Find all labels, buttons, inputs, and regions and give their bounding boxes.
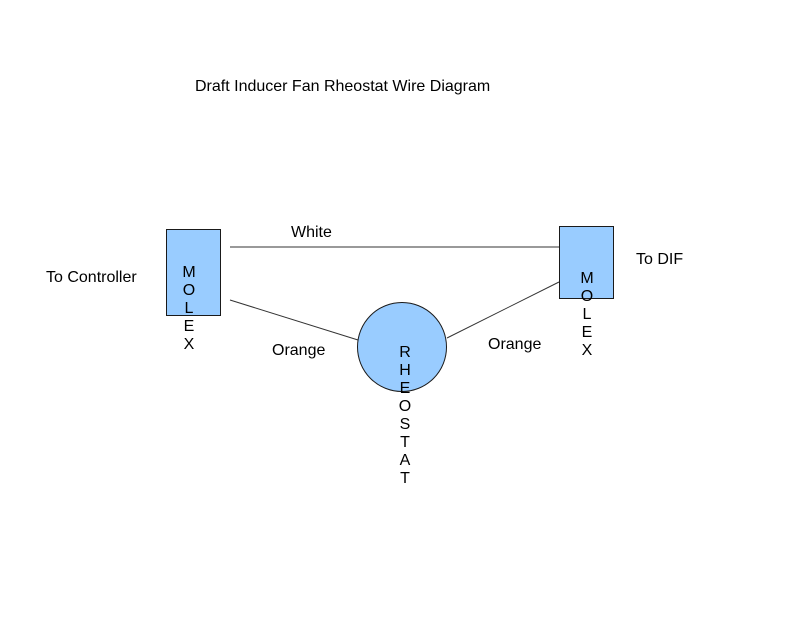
rheostat-circle (357, 302, 447, 392)
right-molex-letter: M (580, 270, 594, 287)
rheostat-letter: A (399, 452, 411, 469)
left-molex-label: M O L E X (180, 264, 198, 354)
orange-wire-right (446, 281, 560, 339)
to-controller-label: To Controller (46, 269, 137, 286)
orange-wire-left-label: Orange (272, 342, 326, 359)
right-molex-letter: E (581, 324, 593, 341)
rheostat-letter: O (398, 398, 412, 415)
orange-wire-right-label: Orange (488, 336, 542, 353)
rheostat-letter: H (399, 362, 411, 379)
left-molex-connector (166, 229, 221, 316)
left-molex-letter: M (182, 264, 196, 281)
rheostat-letter: S (399, 416, 411, 433)
right-molex-letter: X (581, 342, 593, 359)
right-molex-letter: O (580, 288, 594, 305)
right-molex-connector (559, 226, 614, 299)
left-molex-letter: L (184, 300, 194, 317)
left-molex-letter: X (183, 336, 195, 353)
to-dif-label: To DIF (636, 251, 684, 268)
rheostat-letter: R (399, 344, 411, 361)
rheostat-letter: T (400, 434, 410, 451)
rheostat-letter: T (400, 470, 410, 487)
left-molex-letter: E (183, 318, 195, 335)
right-molex-letter: L (582, 306, 592, 323)
rheostat-letter: E (399, 380, 411, 397)
left-molex-letter: O (182, 282, 196, 299)
orange-wire-left (229, 299, 359, 341)
rheostat-label: R H E O S T A T (396, 344, 414, 488)
white-wire-label: White (291, 224, 332, 241)
right-molex-label: M O L E X (578, 270, 596, 360)
diagram-title: Draft Inducer Fan Rheostat Wire Diagram (195, 78, 491, 95)
